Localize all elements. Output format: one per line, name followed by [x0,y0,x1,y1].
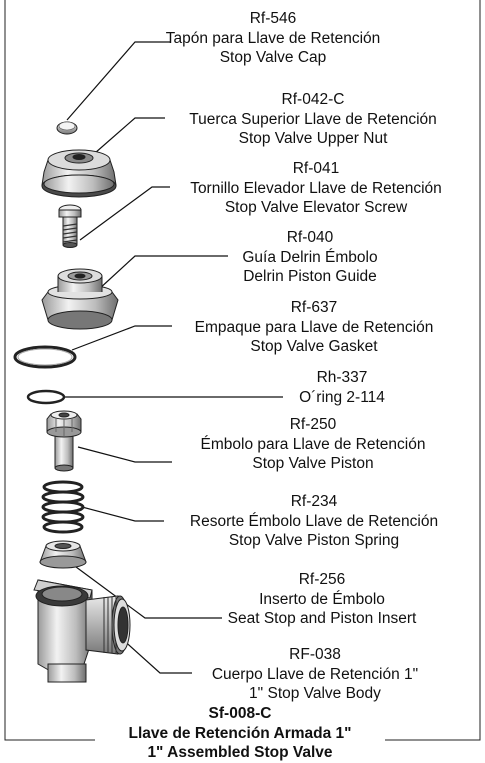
assembly-code: Sf-008-C [208,705,272,722]
piston-part-illustration [46,410,82,472]
leader-line-rf-042-c [86,117,165,161]
part-name-en: Stop Valve Piston [252,455,374,472]
assembly-title: Sf-008-C Llave de Retención Armada 1" 1"… [85,704,395,763]
piston-insert-part-illustration [39,540,87,569]
part-code: RF-038 [289,646,341,663]
leader-line-rf-546 [66,41,170,121]
part-name-en: Stop Valve Gasket [250,338,378,355]
part-name-en: Seat Stop and Piston Insert [227,610,417,627]
label-rf-234: Rf-234 Resorte Émbolo Llave de Retención… [163,492,465,551]
part-name-es: Émbolo para Llave de Retención [200,435,426,453]
part-name-en: Delrin Piston Guide [243,268,377,285]
leader-line-rf-250 [77,446,172,463]
part-code: Rf-637 [290,299,338,316]
part-code: Rf-041 [292,160,340,177]
leader-line-rf-637 [71,325,172,351]
label-rf-250: Rf-250 Émbolo para Llave de Retención St… [170,415,456,474]
leader-line-rf-234 [81,506,164,522]
part-code: Rf-256 [298,571,346,588]
leader-line-rf-041 [79,186,170,241]
part-name-es: Resorte Émbolo Llave de Retención [189,512,439,530]
elevator-screw-part-illustration [58,204,82,248]
part-name-en: Stop Valve Upper Nut [238,130,388,147]
part-name-es: Empaque para Llave de Retención [194,318,434,336]
label-rf-256: Rf-256 Inserto de Émbolo Seat Stop and P… [202,570,442,629]
gasket-part-illustration [13,345,77,369]
o-ring-part-illustration [26,389,66,405]
leader-line-rf-040 [97,255,228,291]
label-rf-040: Rf-040 Guía Delrin Émbolo Delrin Piston … [220,228,400,287]
cap-part-illustration [56,121,78,135]
part-name-es: Tornillo Elevador Llave de Retención [190,179,442,197]
label-rf-041: Rf-041 Tornillo Elevador Llave de Retenc… [166,159,466,218]
part-name-es: Cuerpo Llave de Retención 1" [211,665,419,683]
part-name-es: Tuerca Superior Llave de Retención [189,110,437,128]
part-name-es: Guía Delrin Émbolo [242,248,378,266]
part-code: Rf-042-C [281,91,345,108]
part-code: Rf-234 [290,493,338,510]
part-code: Rf-250 [289,416,337,433]
part-name-en: Stop Valve Piston Spring [228,532,400,549]
part-name-en: Stop Valve Cap [219,49,327,66]
frame-border [4,0,481,741]
upper-nut-part-illustration [41,149,117,198]
part-code: Rf-546 [249,10,297,27]
part-code: Rh-337 [316,369,368,386]
label-rf-042-c: Rf-042-C Tuerca Superior Llave de Retenc… [165,90,461,149]
label-rf-637: Rf-637 Empaque para Llave de Retención S… [172,298,456,357]
part-name-es: Tapón para Llave de Retención [165,29,381,47]
label-rf-546: Rf-546 Tapón para Llave de Retención Sto… [160,9,386,68]
valve-body-part-illustration [33,579,131,683]
piston-guide-part-illustration [41,268,119,330]
part-name-es: O´ring 2-114 [299,388,385,406]
part-name-en: Stop Valve Elevator Screw [224,199,408,216]
spring-part-illustration [41,480,85,534]
part-name-es: Inserto de Émbolo [259,590,385,608]
part-name-en: 1" Stop Valve Body [249,685,381,702]
assembly-name-es: Llave de Retención Armada 1" [128,724,352,742]
label-rh-337: Rh-337 O´ring 2-114 [282,368,402,407]
part-code: Rf-040 [286,229,334,246]
leader-line-rf-256 [71,563,222,619]
assembly-name-en: 1" Assembled Stop Valve [147,744,333,761]
label-rf-038: RF-038 Cuerpo Llave de Retención 1" 1" S… [188,645,442,704]
